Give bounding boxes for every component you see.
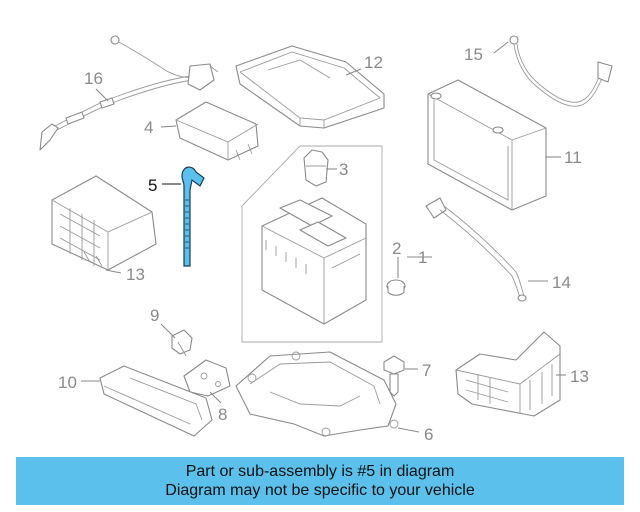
- callout-16: 15: [464, 45, 483, 64]
- callout-2: 2: [392, 239, 401, 258]
- part-16-cable: [509, 35, 613, 107]
- callout-15: 14: [552, 273, 571, 292]
- part-4-cover: [175, 101, 259, 161]
- banner-line-disclaimer: Diagram may not be specific to your vehi…: [165, 482, 475, 499]
- callout-3: 3: [339, 160, 348, 179]
- part-3-cap: [303, 149, 329, 187]
- part-14-battery-cable: [39, 35, 219, 151]
- part-13-guard-right: [455, 331, 561, 417]
- part-12-top-cover: [235, 45, 385, 129]
- part-15-strap: [425, 197, 527, 302]
- callout-9: 9: [150, 306, 159, 325]
- part-1-battery: [261, 197, 367, 325]
- callout-7: 7: [422, 361, 431, 380]
- part-10-plate: [99, 365, 213, 437]
- part-7-screw: [383, 355, 405, 397]
- part-13-guard-left: [51, 175, 157, 271]
- banner-line-part: Part or sub-assembly is #5 in diagram: [185, 463, 455, 480]
- part-11-battery: [427, 79, 547, 211]
- part-8-bracket: [183, 359, 231, 397]
- part-9-bolt: [171, 329, 193, 357]
- callout-10: 10: [58, 373, 77, 392]
- callout-4: 4: [144, 118, 153, 137]
- callout-13-left: 13: [126, 265, 145, 284]
- callout-1: 1: [418, 248, 427, 267]
- part-6-tray: [235, 351, 399, 437]
- callout-8: 8: [218, 405, 227, 424]
- callout-11: 11: [564, 148, 582, 167]
- part-1-assembly-box: [241, 145, 383, 343]
- callout-14: 16: [84, 69, 103, 88]
- part-5-hold-down-rod: [181, 166, 205, 267]
- info-banner: Part or sub-assembly is #5 in diagram Di…: [16, 457, 624, 505]
- part-2-plug: [386, 279, 406, 296]
- callout-6: 6: [424, 425, 433, 444]
- callout-5: 5: [148, 176, 157, 195]
- parts-diagram: 12 4 3 5 11 2 1 14 13 9 10 8 7 6 13 15 1…: [39, 35, 613, 444]
- callout-12: 12: [364, 53, 383, 72]
- leader-lines: [81, 41, 566, 433]
- callout-13-right: 13: [570, 367, 589, 386]
